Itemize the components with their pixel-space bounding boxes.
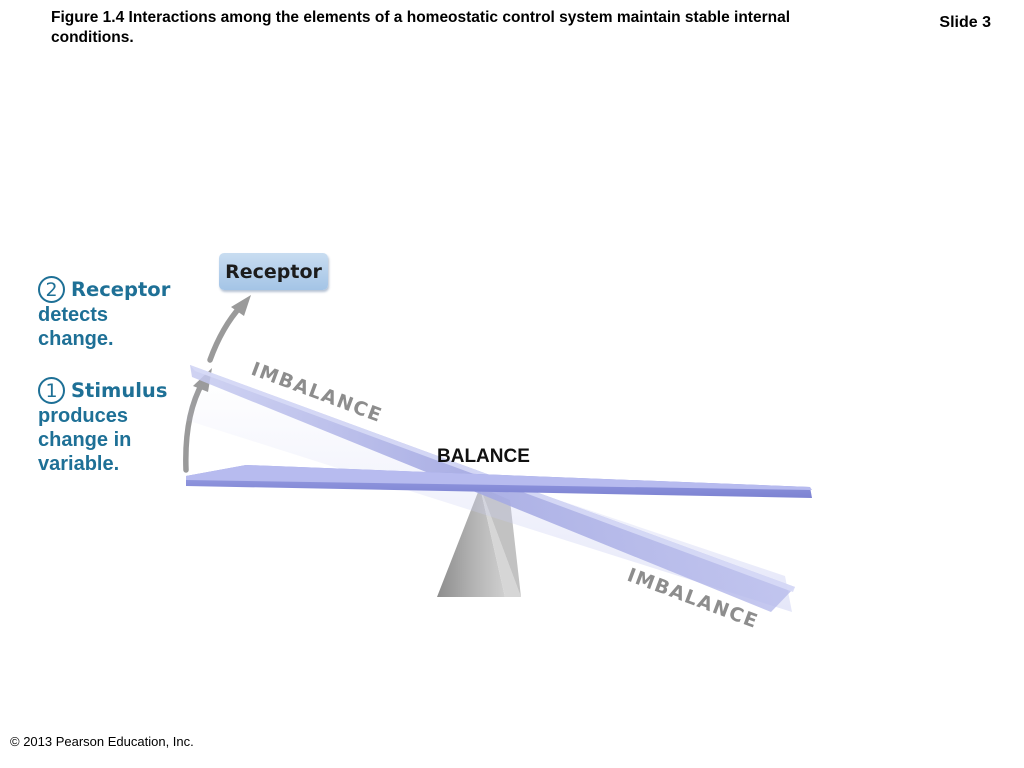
- step-number-badge: 1: [38, 377, 65, 404]
- figure-caption: Figure 1.4 Interactions among the elemen…: [51, 9, 791, 46]
- step-heading: 1 Stimulus: [38, 377, 178, 404]
- step-number-badge: 2: [38, 276, 65, 303]
- step-description: detects change.: [38, 304, 114, 350]
- receptor-box-label: Receptor: [225, 260, 322, 283]
- slide-number: Slide 3: [939, 14, 991, 31]
- step-description: produces change in variable.: [38, 405, 132, 475]
- step-stimulus: 1 Stimulus produces change in variable.: [38, 377, 178, 476]
- step-heading: 2 Receptor: [38, 276, 178, 303]
- step-receptor: 2 Receptor detects change.: [38, 276, 178, 351]
- receptor-box: Receptor: [219, 253, 328, 290]
- step-title: Receptor: [71, 277, 171, 301]
- balance-label: BALANCE: [437, 446, 530, 467]
- copyright-notice: © 2013 Pearson Education, Inc.: [10, 734, 194, 749]
- balance-beam: [186, 465, 812, 498]
- curved-arrow-icon: [207, 295, 251, 363]
- step-title: Stimulus: [71, 378, 168, 402]
